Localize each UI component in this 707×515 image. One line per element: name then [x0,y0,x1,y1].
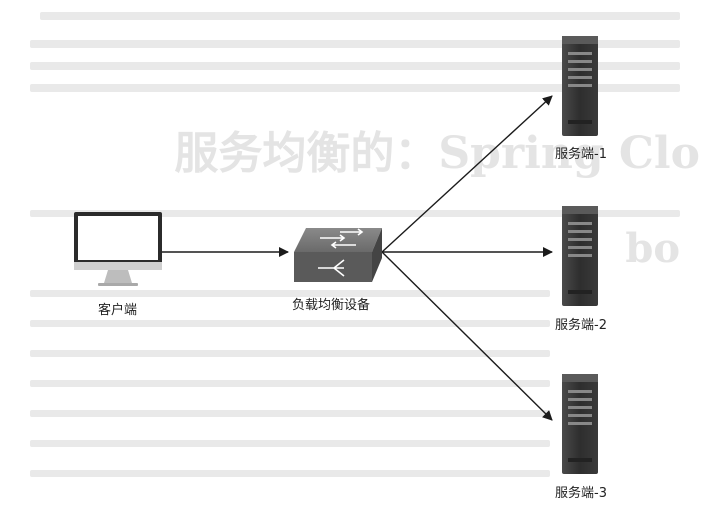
network-switch-icon [294,228,382,282]
server-rack-icon [562,206,598,306]
background-ghost-text [30,12,680,477]
connection-arrows [162,95,553,421]
server-1-label: 服务端-1 [555,147,607,162]
arrow-lb-to-server-3 [381,251,553,421]
server-3-label: 服务端-3 [555,486,607,501]
load-balancer-label: 负载均衡设备 [292,298,371,313]
arrow-lb-to-server-1 [381,95,553,253]
ghost-heading-2: bo [625,225,680,272]
ghost-heading: 服务均衡的：Spring Clo [174,128,700,179]
server-rack-icon [562,374,598,474]
server-rack-icon [562,36,598,136]
server-2-label: 服务端-2 [555,318,607,333]
computer-monitor-icon [74,212,162,286]
client-label: 客户端 [98,303,138,318]
